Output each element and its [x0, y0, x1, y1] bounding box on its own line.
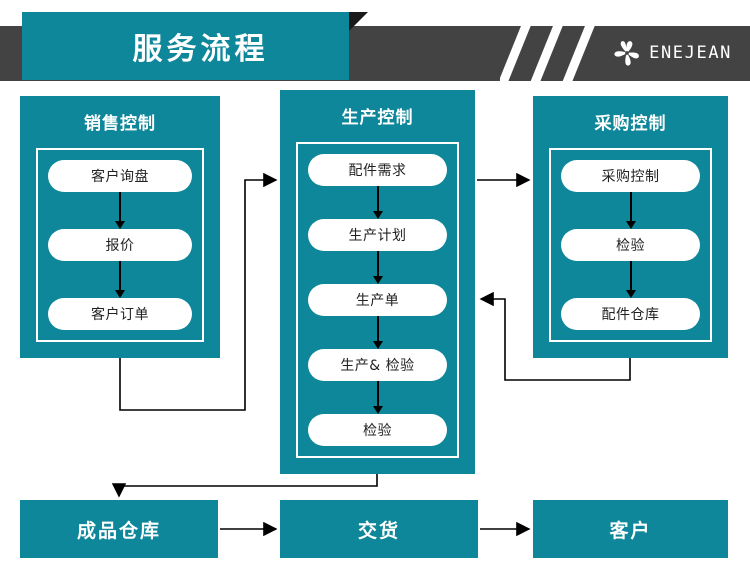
step-node[interactable]: 报价 — [48, 229, 192, 261]
arrow-down-icon — [48, 192, 192, 229]
group-sales-control: 销售控制 客户询盘 报价 客户订单 — [20, 96, 220, 358]
arrow-down-icon — [561, 261, 700, 298]
step-list-purchase: 采购控制 检验 配件仓库 — [561, 160, 700, 330]
banner-fold-corner — [349, 12, 368, 31]
step-node[interactable]: 客户订单 — [48, 298, 192, 330]
step-node[interactable]: 检验 — [561, 229, 700, 261]
step-list-production: 配件需求 生产计划 生产单 生产& 检验 检验 — [308, 154, 447, 446]
group-inner-purchase: 采购控制 检验 配件仓库 — [549, 148, 712, 342]
group-purchase-control: 采购控制 采购控制 检验 配件仓库 — [533, 96, 728, 358]
group-inner-sales: 客户询盘 报价 客户订单 — [36, 148, 204, 342]
arrow-down-icon — [561, 192, 700, 229]
diagonal-stripes-icon — [500, 26, 620, 81]
brand-logo: ENEJEAN — [614, 40, 732, 66]
step-node[interactable]: 配件仓库 — [561, 298, 700, 330]
step-node[interactable]: 生产计划 — [308, 219, 447, 251]
group-inner-production: 配件需求 生产计划 生产单 生产& 检验 检验 — [296, 142, 459, 458]
arrow-down-icon — [308, 186, 447, 219]
group-title-sales: 销售控制 — [84, 114, 156, 134]
banner: 服务流程 — [22, 12, 349, 80]
arrow-down-icon — [308, 316, 447, 349]
step-node[interactable]: 生产& 检验 — [308, 349, 447, 381]
step-node[interactable]: 生产单 — [308, 284, 447, 316]
group-title-purchase: 采购控制 — [594, 114, 667, 134]
step-node[interactable]: 检验 — [308, 414, 447, 446]
step-list-sales: 客户询盘 报价 客户订单 — [48, 160, 192, 330]
bottom-node-delivery[interactable]: 交货 — [280, 500, 478, 558]
group-production-control: 生产控制 配件需求 生产计划 生产单 生产& 检验 检验 — [280, 90, 475, 474]
step-node[interactable]: 客户询盘 — [48, 160, 192, 192]
group-title-production: 生产控制 — [341, 108, 414, 128]
connector-production-to-warehouse — [111, 474, 378, 498]
arrow-down-icon — [308, 381, 447, 414]
arrow-down-icon — [48, 261, 192, 298]
page-header: ENEJEAN 服务流程 — [0, 0, 750, 90]
step-node[interactable]: 采购控制 — [561, 160, 700, 192]
step-node[interactable]: 配件需求 — [308, 154, 447, 186]
bottom-node-customer[interactable]: 客户 — [533, 500, 728, 558]
brand-name: ENEJEAN — [649, 43, 732, 63]
arrow-down-icon — [308, 251, 447, 284]
bottom-node-warehouse[interactable]: 成品仓库 — [20, 500, 218, 558]
page-title: 服务流程 — [132, 32, 269, 67]
flower-pinwheel-icon — [614, 41, 640, 66]
